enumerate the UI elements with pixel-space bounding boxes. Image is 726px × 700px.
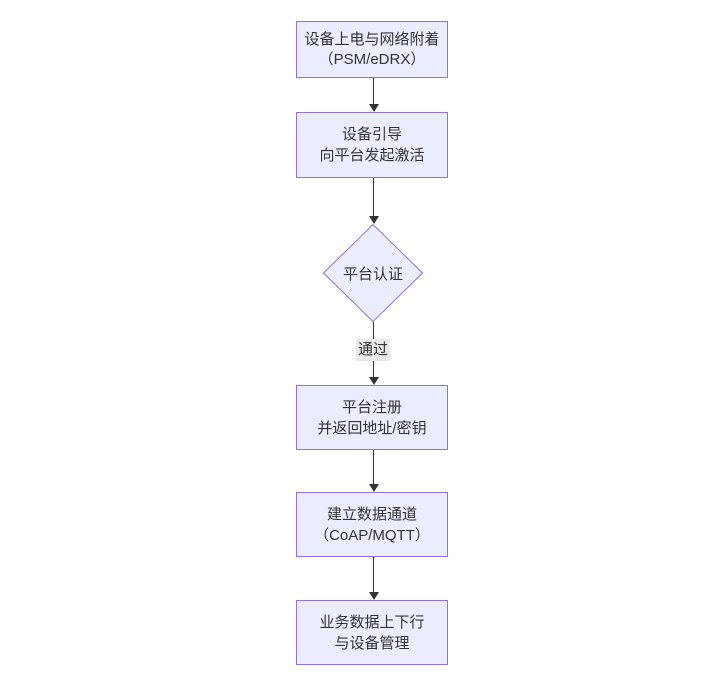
arrow-shaft — [373, 178, 374, 216]
node-text-line: 设备引导 — [341, 126, 402, 143]
arrowhead-icon — [368, 104, 379, 112]
node-text-line: 业务数据上下行 — [319, 613, 425, 631]
node-text-line: 并返回地址/密钥 — [317, 419, 427, 437]
node-device-bootstrap: 设备引导 向平台发起激活 — [296, 112, 448, 178]
node-data-channel: 建立数据通道 （CoAP/MQTT） — [296, 492, 448, 557]
node-text-line: 与设备管理 — [334, 634, 410, 652]
node-text-line: 向平台发起激活 — [319, 147, 425, 164]
flow-arrow-2 — [368, 178, 379, 224]
flow-arrow-4 — [368, 450, 379, 492]
node-text-line: （CoAP/MQTT） — [314, 526, 430, 544]
arrowhead-icon — [368, 484, 379, 492]
arrow-shaft — [373, 450, 374, 484]
flow-arrow-1 — [368, 78, 379, 112]
edge-label-pass: 通过 — [355, 339, 391, 361]
diamond-shape — [323, 224, 423, 322]
decision-platform-auth: 平台认证 — [323, 224, 423, 322]
node-text-line: （PSM/eDRX） — [318, 50, 426, 68]
arrow-shaft — [373, 78, 374, 104]
node-text-line: 平台注册 — [341, 398, 402, 416]
node-business-data-mgmt: 业务数据上下行 与设备管理 — [296, 600, 448, 665]
arrowhead-icon — [368, 216, 379, 224]
flow-arrow-5 — [368, 557, 379, 600]
arrowhead-icon — [368, 592, 379, 600]
node-text-line: 建立数据通道 — [326, 505, 417, 523]
node-text-line: 平台认证 — [342, 265, 403, 283]
arrow-shaft — [373, 557, 374, 592]
node-device-power-attach: 设备上电与网络附着 （PSM/eDRX） — [296, 21, 448, 78]
arrowhead-icon — [368, 377, 379, 385]
node-platform-register: 平台注册 并返回地址/密钥 — [296, 385, 448, 450]
node-text-line: 设备上电与网络附着 — [304, 30, 440, 48]
